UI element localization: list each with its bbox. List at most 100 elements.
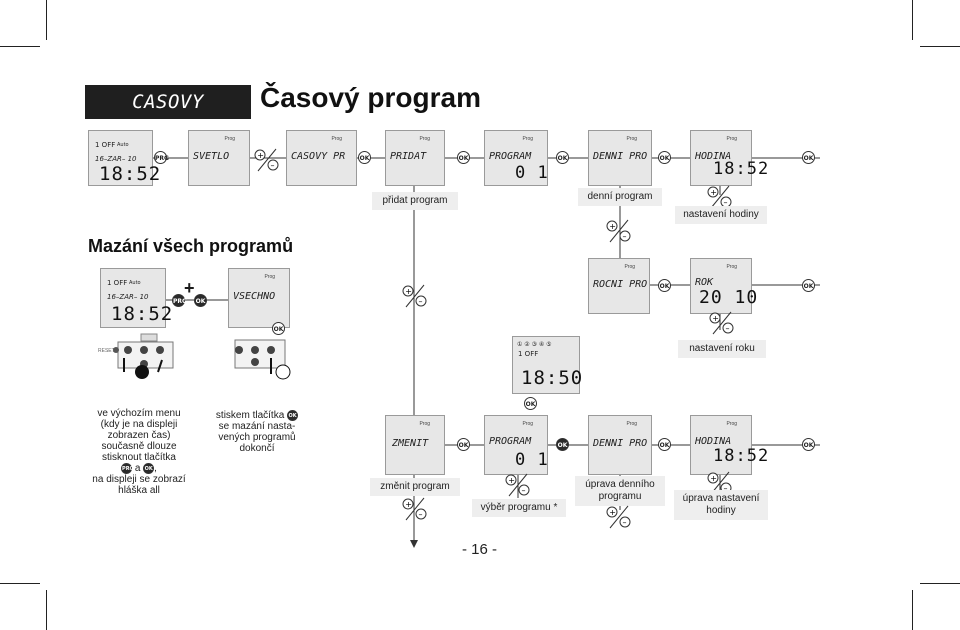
plus-minus-icon[interactable]: +– — [254, 147, 280, 173]
lcd-start-display: 1 OFF Auto 16–ZAR– 10 18:52 — [100, 268, 172, 328]
plus-minus-icon[interactable]: +– — [606, 218, 632, 244]
lcd-rok: Prog ROK 20 10 — [690, 258, 757, 314]
page-title: Časový program — [260, 82, 481, 113]
caption-uprava-denni: úprava denního programu — [575, 476, 665, 506]
note-line: stiskem tlačítka OK — [206, 410, 308, 421]
ok-button[interactable]: OK — [658, 151, 671, 164]
auto-text: Auto — [129, 280, 141, 286]
svg-text:–: – — [419, 510, 423, 519]
mode-text: 1 OFF — [95, 141, 116, 149]
prog-tag: Prog — [624, 264, 635, 270]
date-text: 16–ZAR– 10 — [95, 155, 137, 163]
lcd-label: ROK — [695, 277, 714, 288]
lcd-label: PRIDAT — [390, 151, 427, 162]
lcd-casovy-pr: Prog CASOVY PR — [286, 130, 357, 186]
svg-text:–: – — [522, 486, 526, 495]
lcd-program: Prog PROGRAM 0 1 — [484, 415, 548, 475]
ok-button[interactable]: OK — [802, 151, 815, 164]
prog-tag: Prog — [522, 136, 533, 142]
svg-text:+: + — [257, 151, 264, 160]
note-right: stiskem tlačítka OK se mazání nasta- ven… — [206, 410, 308, 454]
auto-text: Auto — [117, 142, 129, 148]
program-number: 0 1 — [515, 450, 549, 470]
prog-tag: Prog — [626, 421, 637, 427]
plus-minus-icon[interactable]: +– — [505, 472, 531, 498]
prog-tag: Prog — [419, 136, 430, 142]
crop-mark — [46, 0, 47, 40]
plus-minus-icon[interactable]: +– — [402, 283, 428, 309]
note-line: PRG a OK, — [86, 463, 192, 474]
note-line: (kdy je na displeji — [100, 419, 178, 430]
ok-button[interactable]: OK — [802, 279, 815, 292]
svg-text:–: – — [623, 518, 627, 527]
ok-button[interactable]: OK — [556, 438, 569, 451]
svg-text:–: – — [724, 484, 728, 493]
svg-text:–: – — [419, 297, 423, 306]
ok-button[interactable]: OK — [658, 279, 671, 292]
ok-button[interactable]: OK — [556, 151, 569, 164]
svg-text:+: + — [609, 222, 616, 231]
crop-mark — [46, 590, 47, 630]
plus-sign: + — [184, 278, 195, 298]
note-line: ve výchozím menu — [97, 408, 181, 419]
crop-mark — [920, 583, 960, 584]
svg-text:+: + — [405, 500, 412, 509]
svg-text:–: – — [623, 232, 627, 241]
note-line: dokončí — [239, 443, 275, 455]
prg-button[interactable]: PRG — [154, 151, 169, 164]
ok-button[interactable]: OK — [358, 151, 371, 164]
svg-text:–: – — [724, 198, 728, 207]
ok-button[interactable]: OK — [457, 151, 470, 164]
lcd-svetlo: Prog SVETLO — [188, 130, 250, 186]
keypad-illustration — [225, 332, 295, 382]
reset-label: RESET — [98, 348, 115, 354]
svg-text:–: – — [271, 161, 275, 170]
prog-tag: Prog — [224, 136, 235, 142]
plus-minus-icon[interactable]: +– — [709, 310, 735, 336]
caption-rok: nastavení roku — [678, 340, 766, 358]
time-text: 18:52 — [99, 163, 162, 185]
page-number: - 16 - — [462, 541, 498, 558]
crop-mark — [920, 46, 960, 47]
note-line: současně dlouze — [101, 441, 177, 452]
plus-minus-icon[interactable]: +– — [606, 504, 632, 530]
time-text: 18:52 — [713, 159, 770, 179]
lcd-label: ROCNI PRO — [593, 279, 648, 290]
lcd-label: SVETLO — [193, 151, 230, 162]
note-line: stisknout tlačítka — [102, 452, 176, 463]
lcd-label: CASOVY PR — [291, 151, 346, 162]
plus-minus-icon[interactable]: +– — [707, 184, 733, 210]
ok-icon: OK — [143, 463, 155, 474]
crop-mark — [0, 583, 40, 584]
lcd-pridat: Prog PRIDAT — [385, 130, 445, 186]
note-line: se mazání nasta- — [218, 421, 296, 433]
ok-button[interactable]: OK — [457, 438, 470, 451]
prg-button[interactable]: PRG — [172, 294, 187, 307]
prog-tag: Prog — [419, 421, 430, 427]
note-line: vených programů — [218, 432, 296, 444]
lcd-program: Prog PROGRAM 0 1 — [484, 130, 548, 186]
lcd-denni-pro: Prog DENNI PRO — [588, 130, 652, 186]
prg-icon: PRG — [121, 463, 134, 474]
plus-minus-icon[interactable]: +– — [402, 496, 428, 522]
svg-text:+: + — [710, 474, 717, 483]
lcd-hodina: Prog HODINA 18:52 — [690, 415, 768, 475]
caption-vyber: výběr programu * — [472, 499, 566, 517]
ok-icon: OK — [287, 410, 299, 421]
lcd-zmenit: Prog ZMENIT — [385, 415, 445, 475]
lcd-label: HODINA — [695, 436, 732, 447]
ok-button[interactable]: OK — [658, 438, 671, 451]
note-line: zobrazen čas) — [107, 430, 171, 441]
lcd-hodina: Prog HODINA 18:52 — [690, 130, 768, 186]
ok-button[interactable]: OK — [524, 397, 537, 410]
ok-button[interactable]: OK — [272, 322, 285, 335]
caption-hodina: nastavení hodiny — [675, 206, 767, 224]
lcd-label: ZMENIT — [392, 438, 429, 449]
ok-button[interactable]: OK — [802, 438, 815, 451]
prog-tag: Prog — [726, 421, 737, 427]
lcd-start-display: 1 OFF Auto 16–ZAR– 10 18:52 — [88, 130, 160, 186]
ok-button[interactable]: OK — [194, 294, 207, 307]
note-left: ve výchozím menu (kdy je na displeji zob… — [86, 408, 192, 496]
crop-mark — [912, 0, 913, 40]
lcd-label: PROGRAM — [489, 151, 532, 162]
